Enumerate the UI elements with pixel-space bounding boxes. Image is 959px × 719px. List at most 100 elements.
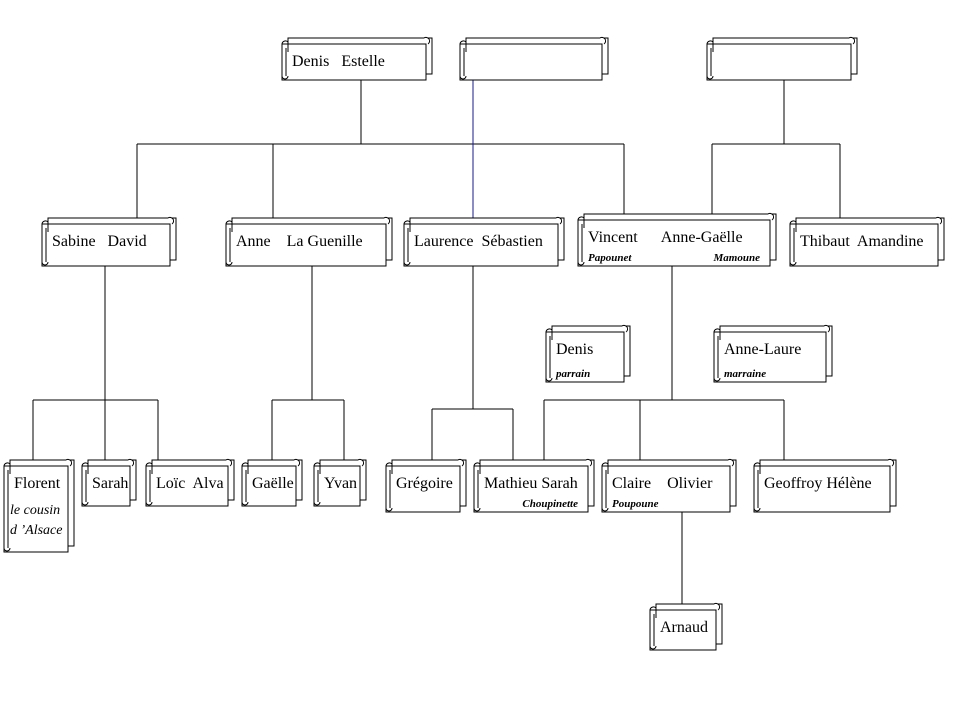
scroll-front bbox=[713, 331, 827, 383]
person-name: Anne La Guenille bbox=[236, 233, 363, 250]
scroll-curl bbox=[823, 324, 831, 333]
scroll-curl bbox=[713, 377, 721, 382]
scroll-curl bbox=[599, 36, 607, 45]
scroll-curl bbox=[601, 462, 609, 474]
scroll-curl bbox=[459, 40, 467, 52]
scroll-sarah: Sarah bbox=[81, 458, 137, 507]
nickname-note: parrain bbox=[555, 368, 590, 380]
scroll-front bbox=[3, 465, 69, 553]
scroll-curl bbox=[41, 261, 49, 266]
person-name: Geoffroy Hélène bbox=[764, 475, 872, 492]
scroll-curl bbox=[713, 328, 721, 340]
scroll-front bbox=[81, 465, 131, 507]
scroll-front bbox=[545, 331, 625, 383]
scroll-denis-estelle: Denis Estelle bbox=[281, 36, 433, 81]
scroll-front bbox=[225, 223, 387, 267]
scroll-front bbox=[789, 223, 939, 267]
scroll-curl bbox=[457, 458, 465, 467]
scroll-curl bbox=[281, 40, 289, 52]
scroll-curl bbox=[385, 507, 393, 512]
scroll-curl bbox=[753, 507, 761, 512]
nickname-note: le cousin bbox=[10, 503, 60, 518]
scroll-curl bbox=[65, 458, 73, 467]
scroll-curl bbox=[621, 324, 629, 333]
scroll-curl bbox=[935, 216, 943, 225]
nickname-note: marraine bbox=[724, 368, 766, 380]
person-name: Vincent Anne-Gaëlle bbox=[588, 229, 743, 246]
scroll-curl bbox=[225, 220, 233, 232]
scroll-curl bbox=[706, 75, 714, 80]
scroll-curl bbox=[403, 261, 411, 266]
scroll-curl bbox=[459, 75, 467, 80]
scroll-front bbox=[706, 43, 852, 81]
scroll-denis-parrain: Denis parrain bbox=[545, 324, 631, 383]
scroll-thibaut-amandine: Thibaut Amandine bbox=[789, 216, 945, 267]
scroll-front bbox=[459, 43, 603, 81]
person-name: Loïc Alva bbox=[156, 475, 224, 492]
scroll-front bbox=[753, 465, 891, 513]
scroll-curl bbox=[577, 216, 585, 228]
scroll-curl bbox=[357, 458, 365, 467]
nickname-note: Papounet bbox=[588, 252, 632, 264]
scroll-anne-laguenille: Anne La Guenille bbox=[225, 216, 393, 267]
scroll-curl bbox=[706, 40, 714, 52]
scroll-curl bbox=[313, 501, 321, 506]
scroll-curl bbox=[81, 462, 89, 474]
person-name: Laurence Sébastien bbox=[414, 233, 543, 250]
person-name: Claire Olivier bbox=[612, 475, 713, 492]
scroll-curl bbox=[713, 602, 721, 611]
scroll-curl bbox=[789, 220, 797, 232]
scroll-front bbox=[313, 465, 361, 507]
scroll-curl bbox=[789, 261, 797, 266]
person-name: Anne-Laure bbox=[724, 341, 801, 358]
scroll-blank-top-2 bbox=[706, 36, 858, 81]
person-name: Yvan bbox=[324, 475, 357, 492]
scroll-front bbox=[145, 465, 229, 507]
scroll-front bbox=[403, 223, 559, 267]
scroll-curl bbox=[545, 377, 553, 382]
scroll-curl bbox=[3, 547, 11, 552]
scroll-curl bbox=[649, 645, 657, 650]
scroll-front bbox=[473, 465, 589, 513]
scroll-blank-top-1 bbox=[459, 36, 609, 81]
person-name: Grégoire bbox=[396, 475, 453, 492]
scroll-curl bbox=[145, 462, 153, 474]
scroll-curl bbox=[649, 606, 657, 618]
person-name: Thibaut Amandine bbox=[800, 233, 924, 250]
scroll-curl bbox=[41, 220, 49, 232]
scroll-front bbox=[281, 43, 427, 81]
scroll-curl bbox=[753, 462, 761, 474]
scroll-curl bbox=[403, 220, 411, 232]
scroll-curl bbox=[545, 328, 553, 340]
scroll-gaelle: Gaëlle bbox=[241, 458, 303, 507]
scroll-curl bbox=[145, 501, 153, 506]
person-name: Denis bbox=[556, 341, 593, 358]
person-name: Sarah bbox=[92, 475, 128, 492]
scroll-front bbox=[41, 223, 171, 267]
scroll-curl bbox=[767, 212, 775, 221]
scroll-curl bbox=[81, 501, 89, 506]
scroll-curl bbox=[385, 462, 393, 474]
scroll-curl bbox=[167, 216, 175, 225]
scroll-curl bbox=[127, 458, 135, 467]
scroll-curl bbox=[3, 462, 11, 474]
scroll-curl bbox=[423, 36, 431, 45]
nickname-note: d ’Alsace bbox=[10, 523, 62, 538]
scroll-curl bbox=[225, 458, 233, 467]
scroll-curl bbox=[241, 501, 249, 506]
scroll-yvan: Yvan bbox=[313, 458, 367, 507]
scroll-curl bbox=[577, 261, 585, 266]
nickname-note: Choupinette bbox=[522, 498, 578, 510]
scroll-laurence-sebastien: Laurence Sébastien bbox=[403, 216, 565, 267]
scroll-curl bbox=[848, 36, 856, 45]
scroll-arnaud: Arnaud bbox=[649, 602, 723, 651]
scroll-curl bbox=[313, 462, 321, 474]
scroll-loic-alva: Loïc Alva bbox=[145, 458, 235, 507]
